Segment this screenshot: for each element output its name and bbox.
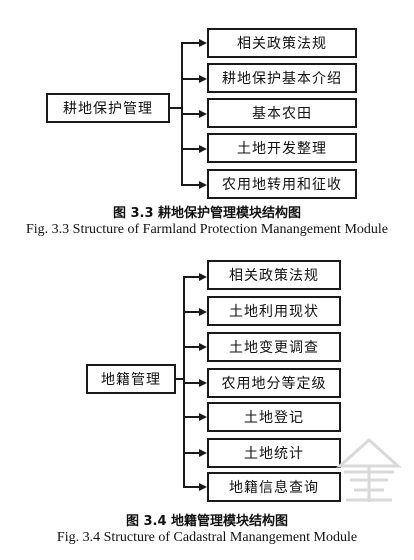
child-node: 土地利用现状 bbox=[207, 296, 341, 326]
connector bbox=[183, 382, 199, 384]
arrow-icon bbox=[199, 145, 207, 153]
connector bbox=[181, 42, 199, 44]
caption-english: Fig. 3.4 Structure of Cadastral Manangem… bbox=[56, 530, 358, 545]
caption-chinese: 图 3.4 地籍管理模块结构图 bbox=[125, 514, 289, 529]
child-node: 耕地保护基本介绍 bbox=[207, 63, 357, 93]
connector bbox=[176, 378, 185, 380]
child-node: 农用地转用和征收 bbox=[207, 169, 357, 199]
connector bbox=[183, 416, 199, 418]
arrow-icon bbox=[199, 308, 207, 316]
child-node: 农用地分等定级 bbox=[207, 368, 341, 398]
caption-chinese: 图 3.3 耕地保护管理模块结构图 bbox=[112, 206, 302, 221]
connector bbox=[181, 184, 199, 186]
arrow-icon bbox=[199, 110, 207, 118]
connector bbox=[170, 107, 182, 109]
connector bbox=[183, 311, 199, 313]
arrow-icon bbox=[199, 39, 207, 47]
arrow-icon bbox=[199, 181, 207, 189]
arrow-icon bbox=[199, 273, 207, 281]
connector bbox=[183, 452, 199, 454]
arrow-icon bbox=[199, 449, 207, 457]
root-node-farmland-protection: 耕地保护管理 bbox=[46, 93, 170, 123]
child-node: 土地统计 bbox=[207, 438, 341, 468]
connector bbox=[183, 486, 199, 488]
child-node: 相关政策法规 bbox=[207, 260, 341, 290]
connector bbox=[183, 346, 199, 348]
connector bbox=[183, 276, 199, 278]
connector bbox=[181, 78, 199, 80]
watermark-logo-icon bbox=[336, 437, 402, 502]
child-node: 相关政策法规 bbox=[207, 28, 357, 58]
connector bbox=[181, 148, 199, 150]
child-node: 土地变更调查 bbox=[207, 332, 341, 362]
child-node: 土地登记 bbox=[207, 402, 341, 432]
arrow-icon bbox=[199, 413, 207, 421]
connector bbox=[181, 113, 199, 115]
arrow-icon bbox=[199, 379, 207, 387]
child-node: 基本农田 bbox=[207, 98, 357, 128]
child-node: 土地开发整理 bbox=[207, 133, 357, 163]
caption-english: Fig. 3.3 Structure of Farmland Protectio… bbox=[26, 222, 388, 237]
arrow-icon bbox=[199, 75, 207, 83]
arrow-icon bbox=[199, 343, 207, 351]
root-node-cadastral: 地籍管理 bbox=[86, 364, 176, 394]
arrow-icon bbox=[199, 483, 207, 491]
child-node: 地籍信息查询 bbox=[207, 472, 341, 502]
